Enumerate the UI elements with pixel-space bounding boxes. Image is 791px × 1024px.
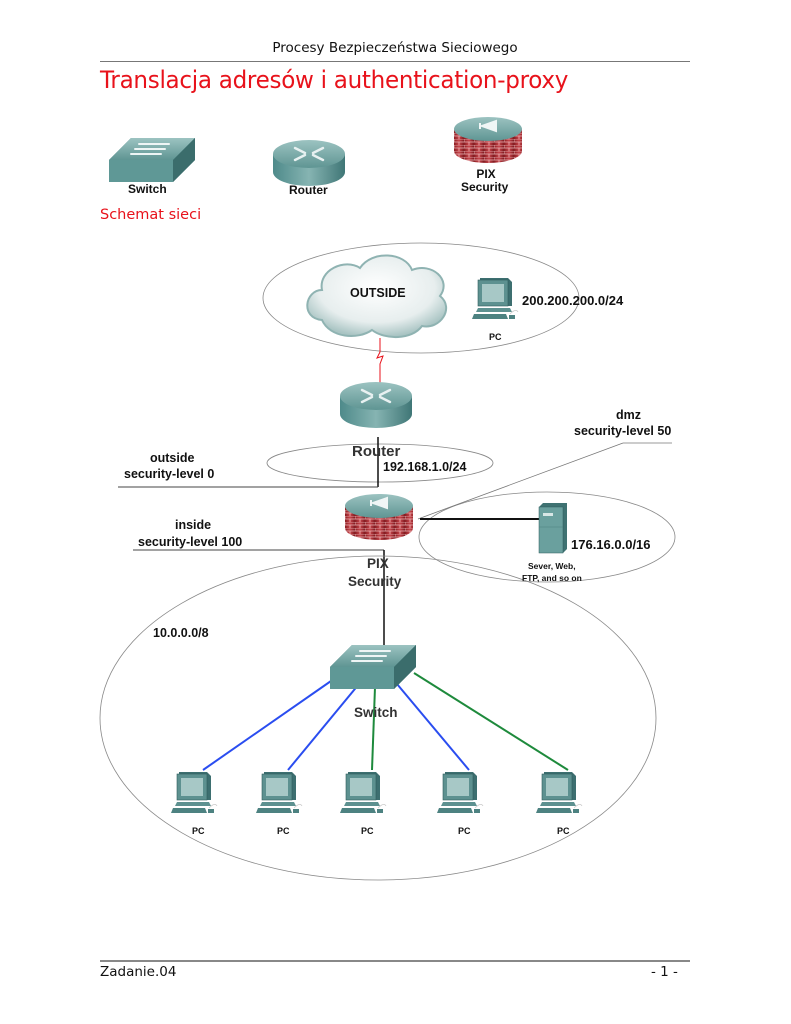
pix-firewall-icon (344, 493, 414, 541)
inside-network-label: 10.0.0.0/8 (153, 626, 209, 640)
dmz-server-icon (538, 502, 568, 554)
footer-divider (100, 960, 690, 962)
legend-router-icon (271, 138, 347, 188)
switch-pc-link (413, 672, 569, 771)
legend-switch-icon (108, 137, 196, 183)
router-icon (338, 380, 414, 430)
pix-label-line1: PIX (367, 556, 389, 571)
pix-label-line2: Security (348, 574, 402, 589)
section-title: Schemat sieci (100, 207, 202, 223)
switch-pc-link (202, 680, 332, 771)
dmz-network-label: 176.16.0.0/16 (571, 537, 651, 552)
dmz-iface-label-line2: security-level 50 (574, 424, 672, 438)
switch-label: Switch (354, 705, 398, 720)
legend-pix-label-line1: PIX (476, 167, 496, 181)
outside-pc-label: PC (489, 332, 502, 342)
footer-task-label: Zadanie.04 (100, 964, 177, 980)
dmz-iface-pointer (417, 442, 624, 520)
inside-iface-label-line1: inside (175, 518, 212, 532)
outside-network-label: 200.200.200.0/24 (522, 293, 624, 308)
dmz-iface-label-line1: dmz (616, 408, 641, 422)
switch-pc-link (287, 683, 360, 771)
legend-router-label: Router (289, 183, 328, 197)
switch-pc-link (396, 683, 470, 771)
inside-pc-label: PC (557, 826, 570, 836)
serial-link (376, 338, 384, 384)
inside-pc-label: PC (277, 826, 290, 836)
inside-iface-label-line2: security-level 100 (138, 535, 243, 549)
dmz-zone-ellipse (418, 491, 676, 583)
inside-pc-label: PC (192, 826, 205, 836)
inside-pc-icon (170, 771, 218, 814)
outside-cloud-icon (306, 254, 447, 338)
outside-cloud-label: OUTSIDE (350, 286, 406, 300)
switch-icon (329, 644, 417, 690)
router-network-ellipse (266, 443, 494, 483)
inside-pc-icon (339, 771, 387, 814)
footer-page-number: - 1 - (651, 964, 678, 980)
inside-pc-label: PC (361, 826, 374, 836)
router-label: Router (352, 443, 401, 460)
inside-pc-icon (436, 771, 484, 814)
router-network-label: 192.168.1.0/24 (383, 460, 467, 474)
outside-iface-label-line2: security-level 0 (124, 467, 215, 481)
dmz-server-label-line2: FTP, and so on (522, 573, 582, 583)
outside-iface-label-line1: outside (150, 451, 195, 465)
inside-pcs (170, 771, 583, 814)
running-header: Procesy Bezpieczeństwa Sieciowego (272, 40, 518, 56)
inside-pc-label: PC (458, 826, 471, 836)
outside-zone-ellipse (262, 242, 580, 354)
dmz-server-label-line1: Sever, Web, (528, 561, 576, 571)
inside-pc-icon (535, 771, 583, 814)
outside-pc-icon (471, 277, 519, 320)
legend-pix-label-line2: Security (461, 180, 509, 194)
inside-pc-icon (255, 771, 303, 814)
legend-pix-firewall-icon (453, 116, 523, 164)
switch-pc-link (371, 686, 376, 771)
legend-switch-label: Switch (128, 182, 167, 196)
inside-links (202, 672, 569, 771)
page-title: Translacja adresów i authentication-prox… (100, 66, 569, 94)
inside-zone-ellipse (99, 555, 657, 881)
header-divider (100, 61, 690, 62)
